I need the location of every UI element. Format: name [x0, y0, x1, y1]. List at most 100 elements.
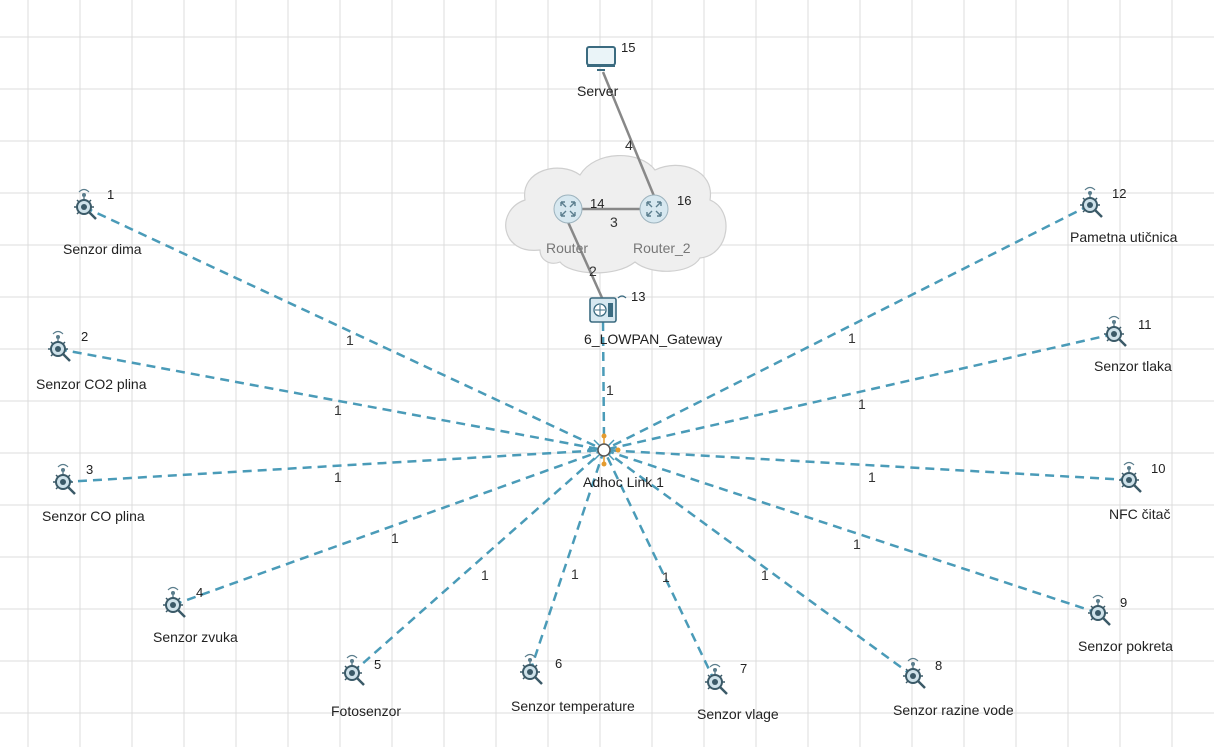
gateway-node[interactable]: 13 6_LOWPAN_Gateway	[584, 289, 722, 347]
sensor-label: Senzor temperature	[511, 698, 635, 714]
wireless-link-sensor-8[interactable]	[603, 448, 914, 678]
link-label-router-router2: 3	[610, 214, 618, 230]
sensor-icon	[72, 188, 98, 221]
wireless-link-sensor-3[interactable]	[62, 448, 605, 484]
adhoc-hub-icon	[587, 433, 621, 467]
cloud-icon	[505, 155, 727, 274]
sensor-id: 2	[81, 329, 88, 344]
link-label-sensor-9: 1	[853, 536, 861, 552]
sensor-icon	[1078, 186, 1104, 219]
link-label-sensor-1: 1	[346, 332, 354, 348]
server-node[interactable]: 15 Server	[577, 40, 635, 99]
sensor-label: Senzor razine vode	[893, 702, 1014, 718]
sensor-id: 10	[1151, 461, 1165, 476]
wireless-link-sensor-9[interactable]	[603, 448, 1099, 615]
wireless-link-sensor-10[interactable]	[603, 448, 1130, 482]
link-label-server-router2: 4	[625, 137, 633, 153]
sensor-label: Senzor tlaka	[1094, 358, 1172, 374]
sensor-label: Pametna utičnica	[1070, 229, 1178, 245]
router2-label: Router_2	[633, 240, 691, 256]
sensor-id: 4	[196, 585, 203, 600]
link-router-gateway[interactable]	[566, 221, 605, 301]
sensor-id: 7	[740, 661, 747, 676]
sensor-id: 12	[1112, 186, 1126, 201]
wireless-link-sensor-2[interactable]	[57, 347, 605, 452]
wireless-link-sensor-11[interactable]	[603, 332, 1115, 452]
wireless-link-sensor-1[interactable]	[83, 205, 605, 452]
sensor-id: 3	[86, 462, 93, 477]
sensor-icon	[161, 586, 187, 619]
sensor-icon	[901, 657, 927, 690]
sensor-label: Senzor pokreta	[1078, 638, 1173, 654]
sensor-icon	[51, 463, 77, 496]
sensor-label: Fotosenzor	[331, 703, 401, 719]
server-id: 15	[621, 40, 635, 55]
adhoc-hub-label: Adhoc Link 1	[583, 474, 664, 490]
link-label-gateway-hub: 1	[606, 382, 614, 398]
sensor-id: 1	[107, 187, 114, 202]
sensor-icon	[703, 663, 729, 696]
wireless-link-labels: 1 1 1 1 1 1 1 1 1 1 1 1	[334, 330, 876, 585]
wireless-link-sensor-5[interactable]	[351, 449, 605, 674]
sensor-icon	[518, 653, 544, 686]
router2-icon	[639, 194, 669, 224]
link-gateway-hub[interactable]	[601, 321, 606, 441]
link-label-sensor-12: 1	[848, 330, 856, 346]
sensor-icon	[340, 654, 366, 687]
wireless-link-sensor-12[interactable]	[603, 203, 1091, 452]
router2-node[interactable]: 16 Router_2	[633, 193, 691, 256]
monitor-icon	[586, 46, 616, 71]
link-label-sensor-6: 1	[571, 566, 579, 582]
sensor-label: Senzor dima	[63, 241, 142, 257]
sensor-label: NFC čitač	[1109, 506, 1170, 522]
sensor-label: Senzor zvuka	[153, 629, 238, 645]
link-label-sensor-8: 1	[761, 567, 769, 583]
link-label-router-gateway: 2	[589, 263, 597, 279]
wireless-link-sensor-6[interactable]	[528, 449, 606, 673]
gateway-icon	[589, 295, 627, 323]
wireless-links	[57, 203, 1130, 683]
sensor-icon	[1117, 461, 1143, 494]
link-label-sensor-5: 1	[481, 567, 489, 583]
router-node[interactable]: 14 Router	[546, 194, 604, 256]
router-id: 14	[590, 196, 604, 211]
link-label-sensor-3: 1	[334, 469, 342, 485]
router-label: Router	[546, 240, 588, 256]
sensor-id: 5	[374, 657, 381, 672]
sensor-label: Senzor vlage	[697, 706, 779, 722]
sensor-icon	[1102, 315, 1128, 348]
sensor-icon	[1086, 594, 1112, 627]
adhoc-hub-node[interactable]: Adhoc Link 1	[583, 433, 664, 491]
gateway-id: 13	[631, 289, 645, 304]
link-label-sensor-10: 1	[868, 469, 876, 485]
link-server-router2[interactable]	[601, 71, 656, 197]
gateway-label: 6_LOWPAN_Gateway	[584, 331, 722, 347]
link-label-sensor-11: 1	[858, 396, 866, 412]
sensor-icon	[46, 330, 72, 363]
sensor-id: 9	[1120, 595, 1127, 610]
wireless-link-sensor-7[interactable]	[602, 449, 717, 683]
sensor-label: Senzor CO plina	[42, 508, 145, 524]
link-label-sensor-4: 1	[391, 530, 399, 546]
sensor-id: 6	[555, 656, 562, 671]
router2-id: 16	[677, 193, 691, 208]
router-icon	[553, 194, 583, 224]
link-label-sensor-7: 1	[662, 569, 670, 585]
wireless-link-sensor-4[interactable]	[172, 448, 605, 607]
